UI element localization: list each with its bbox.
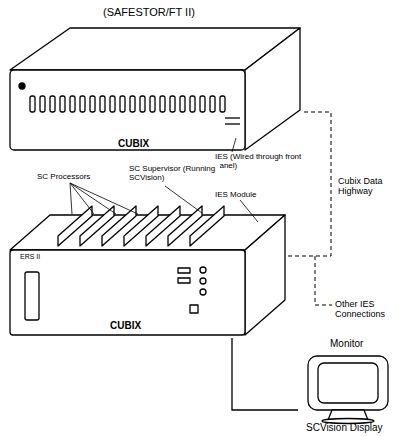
chassis: ERS II CUBIX [8, 196, 288, 338]
vent-slot [60, 96, 65, 112]
vent-slot [160, 96, 165, 112]
vent-slot [180, 96, 185, 112]
device-text: SCVision Display [306, 422, 383, 433]
vent-slot [210, 96, 215, 112]
device-name: ERS II [20, 253, 40, 261]
vent-slot [70, 96, 75, 112]
device-name: (SAFESTOR/FT II) [103, 6, 195, 18]
vent-slot [170, 96, 175, 112]
vent-slot [90, 96, 95, 112]
vent-slot [30, 96, 35, 112]
callout-label: SC Processors [36, 172, 91, 181]
video-cable [232, 338, 298, 410]
vent-slot [100, 96, 105, 112]
monitor: MonitorSCVision Display [298, 336, 412, 435]
vent-slot [80, 96, 85, 112]
edge-label: Cubix Data Highway [337, 176, 417, 197]
vent-slot [40, 96, 45, 112]
vent-slot [150, 96, 155, 112]
callout-label: Other IES Connections [334, 299, 416, 320]
device-name: Monitor [330, 338, 363, 349]
callout-label: IES (Wired through front panel) [214, 152, 304, 170]
device-text: CUBIX [116, 138, 151, 149]
chassis: (SAFESTOR/FT II) CUBIX [8, 4, 304, 154]
vent-slot [130, 96, 135, 112]
callout-label: IES Module [214, 190, 257, 199]
vent-slot [200, 96, 205, 112]
vent-slot [190, 96, 195, 112]
vent-slot [50, 96, 55, 112]
vent-slot [140, 96, 145, 112]
vent-slot [110, 96, 115, 112]
callout-label: SC Supervisor (Running SCVision) [128, 164, 220, 182]
data-highway [288, 112, 331, 256]
vent-slot [220, 96, 225, 112]
device-text: CUBIX [108, 320, 143, 331]
processor-card [190, 206, 224, 246]
vent-slot [120, 96, 125, 112]
